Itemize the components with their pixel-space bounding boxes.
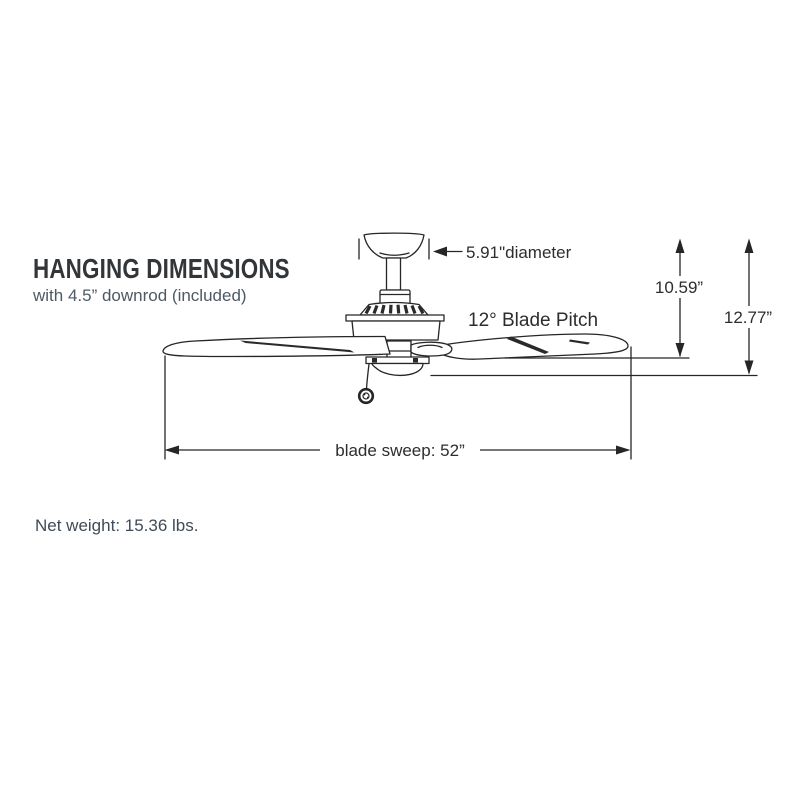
fan-light-kit bbox=[365, 356, 430, 377]
blade-sweep-label: blade sweep: 52” bbox=[335, 441, 465, 460]
page-title: HANGING DIMENSIONS bbox=[33, 253, 290, 284]
fan-motor-vents bbox=[359, 301, 429, 316]
diameter-dimension: 5.91"diameter bbox=[433, 243, 572, 262]
overall-height-dimension: 12.77” bbox=[430, 238, 779, 377]
overall-height-label: 12.77” bbox=[724, 308, 773, 327]
fan-motor-body bbox=[345, 314, 445, 341]
fan-downrod bbox=[379, 257, 411, 305]
fan-blades bbox=[162, 333, 629, 360]
diameter-label: 5.91"diameter bbox=[466, 243, 572, 262]
pull-chain bbox=[357, 363, 375, 405]
title-block: HANGING DIMENSIONS with 4.5” downrod (in… bbox=[33, 254, 354, 306]
blade-pitch-label: 12° Blade Pitch bbox=[468, 310, 598, 331]
height-to-blades-label: 10.59” bbox=[655, 278, 704, 297]
page-subtitle: with 4.5” downrod (included) bbox=[33, 286, 247, 306]
fan-canopy bbox=[358, 232, 430, 260]
height-to-blades-dimension: 10.59” bbox=[504, 238, 710, 359]
net-weight-text: Net weight: 15.36 lbs. bbox=[35, 516, 199, 535]
blade-sweep-dimension: blade sweep: 52” bbox=[164, 346, 632, 462]
